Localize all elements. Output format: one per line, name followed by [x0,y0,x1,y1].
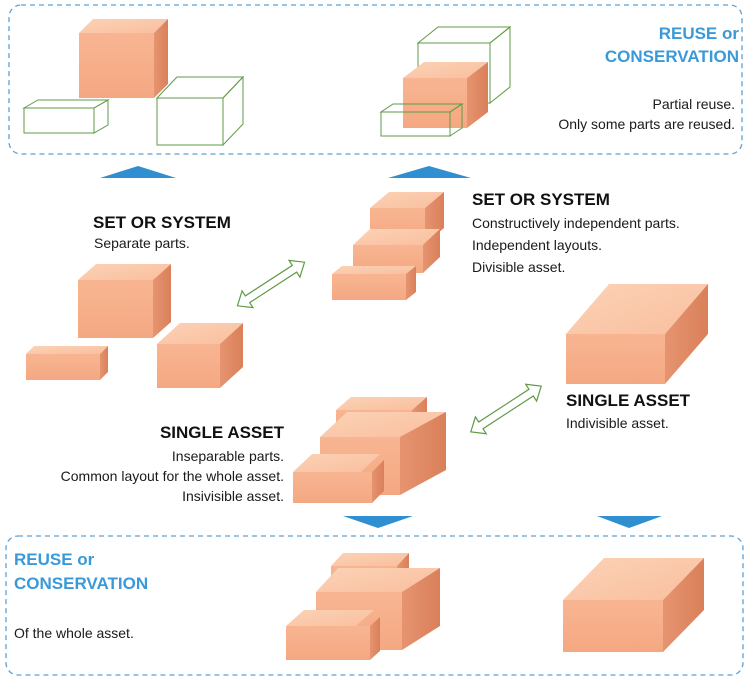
bottom-box-title-line1: REUSE or [14,550,95,569]
set-left-title: SET OR SYSTEM [93,213,231,232]
bottom-box-title-line2: CONSERVATION [14,574,149,593]
single-left-desc-line1: Inseparable parts. [171,448,284,464]
arrow-down-left-icon [343,516,413,528]
orange-box-top-middle [403,62,488,128]
bottom-box-desc: Of the whole asset. [14,625,134,641]
double-arrow-upper-icon [236,259,306,309]
orange-stack-bottom-base [286,610,380,660]
set-right-title: SET OR SYSTEM [472,190,610,209]
set-right-desc-line3: Divisible asset. [472,259,566,275]
orange-box-left-tall [78,264,171,338]
orange-stack-single-bottom [293,454,384,503]
arrow-down-right-icon [597,516,662,528]
orange-slab-bottom-right [563,558,704,652]
top-box-desc-line1: Partial reuse. [652,96,735,112]
top-dashed-frame [8,4,743,155]
single-left-desc-line2: Common layout for the whole asset. [60,468,284,484]
single-right-desc: Indivisible asset. [566,415,669,431]
arrow-up-right-icon [388,166,471,178]
set-right-desc-line1: Constructively independent parts. [472,215,680,231]
double-arrow-lower-icon [469,383,543,435]
arrow-up-left-icon [100,166,176,178]
orange-box-top-left [79,19,168,98]
orange-stack-set-middle [353,229,440,273]
single-right-title: SINGLE ASSET [566,391,691,410]
green-outline-cube-left [155,75,245,147]
green-outline-bar-middle [379,103,464,137]
top-box-title-line2: CONSERVATION [604,47,739,66]
single-left-desc-line3: Insivisible asset. [182,488,284,504]
orange-slab-single-right [566,284,708,384]
orange-box-left-cube [157,323,243,388]
top-box-title-line1: REUSE or [658,24,739,43]
green-outline-bar-left [22,99,110,134]
top-box-desc-line2: Only some parts are reused. [558,116,735,132]
set-left-desc: Separate parts. [94,235,190,251]
orange-box-left-flat [26,346,108,380]
orange-stack-set-bottom [332,266,416,300]
set-right-desc-line2: Independent layouts. [472,237,602,253]
single-left-title: SINGLE ASSET [159,423,284,442]
